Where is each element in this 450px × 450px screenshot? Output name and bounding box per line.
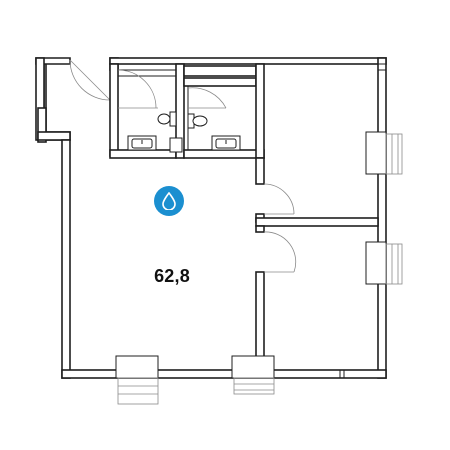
toilet-left <box>157 111 177 127</box>
sink-left <box>127 135 157 151</box>
toilet-right <box>187 113 208 129</box>
outer-walls <box>35 57 387 379</box>
window-bottom-left <box>115 355 159 405</box>
entry-door <box>69 59 111 101</box>
column-marks <box>339 63 387 379</box>
bedroom-door-1 <box>263 183 295 215</box>
window-right-bottom <box>365 241 403 285</box>
window-bottom-center <box>231 355 275 395</box>
water-point-badge <box>154 186 184 216</box>
area-value: 62,8 <box>154 266 190 286</box>
bathroom-doors <box>117 69 227 109</box>
bathroom-block <box>109 63 265 159</box>
window-right-top <box>365 131 403 175</box>
bedroom-door-2 <box>263 231 297 273</box>
water-drop-icon <box>162 192 176 210</box>
sink-right <box>211 135 241 151</box>
interior-partitions <box>255 157 379 371</box>
